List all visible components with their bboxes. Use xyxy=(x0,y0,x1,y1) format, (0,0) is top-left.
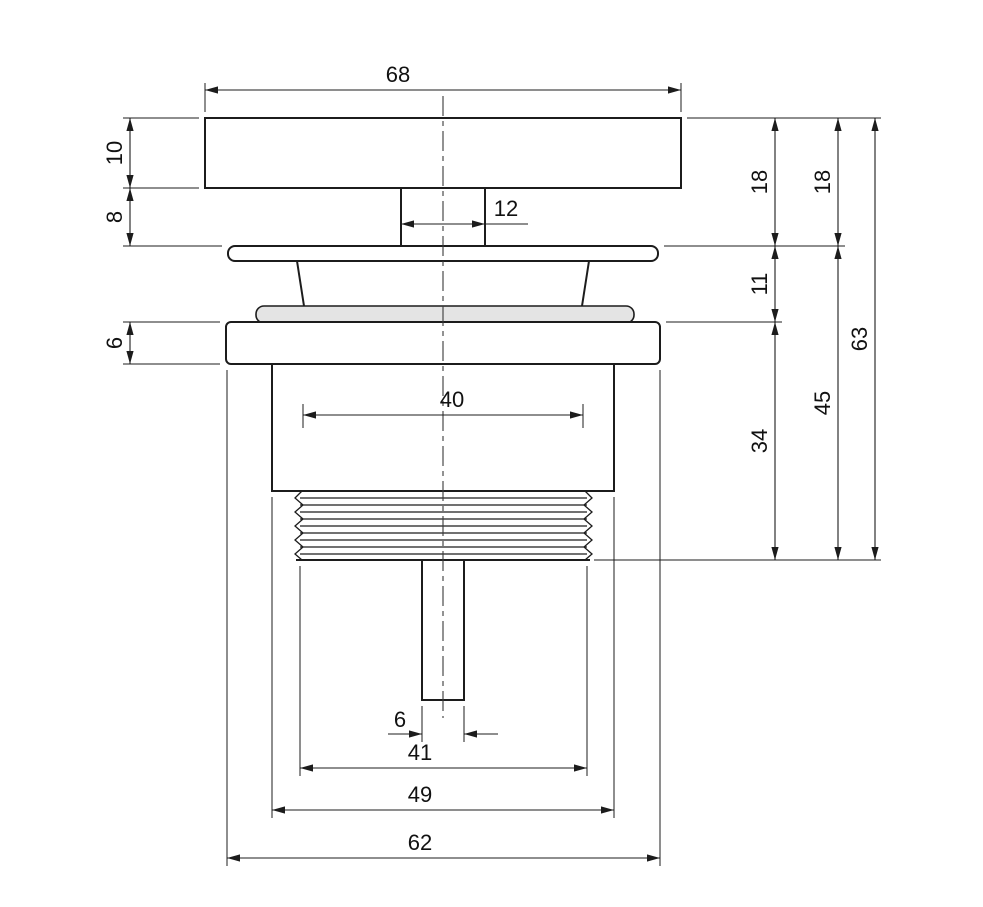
neck-edge-right xyxy=(581,260,590,307)
dim-label-thread-width: 41 xyxy=(408,740,432,765)
dim-label-total-height: 63 xyxy=(847,327,872,351)
thread-edge-left xyxy=(294,490,304,561)
dim-label-flange-thickness: 6 xyxy=(102,337,127,349)
neck-edge-left xyxy=(296,260,305,307)
dim-chain-a: 18 11 34 xyxy=(747,118,779,560)
dim-label-upper-stem-width: 12 xyxy=(494,196,518,221)
dim-cap-width: 68 xyxy=(204,62,682,112)
dim-flange-thickness: 6 xyxy=(102,321,220,365)
dim-label-disc-to-thread-end: 45 xyxy=(810,391,835,415)
gasket-seal xyxy=(255,305,635,324)
part-outline xyxy=(204,117,682,701)
dim-pin-width: 6 xyxy=(388,706,498,742)
dim-label-cap-height: 10 xyxy=(102,141,127,165)
dim-label-head-height-left: 18 xyxy=(747,170,772,194)
right-extension-lines xyxy=(594,117,881,561)
dimension-annotations: 68 10 8 12 6 40 xyxy=(102,62,881,866)
dim-thread-width: 41 xyxy=(299,566,588,776)
dim-label-pin-width: 6 xyxy=(394,707,406,732)
dim-chain-c: 63 xyxy=(847,118,879,560)
dim-label-flange-width: 62 xyxy=(408,830,432,855)
dim-label-body-width: 49 xyxy=(408,782,432,807)
dim-label-disc-to-flange: 11 xyxy=(747,273,772,296)
dim-label-cap-width: 68 xyxy=(386,62,410,87)
dim-label-head-height-right: 18 xyxy=(810,170,835,194)
dim-label-upper-stem-height: 8 xyxy=(102,211,127,223)
dim-cap-height: 10 8 xyxy=(102,117,222,247)
dim-label-bore-width: 40 xyxy=(440,387,464,412)
dim-upper-stem-width: 12 xyxy=(401,196,528,228)
dim-body-width: 49 xyxy=(271,497,615,818)
thread-edge-right xyxy=(583,490,593,561)
dim-flange-width: 62 xyxy=(226,370,661,866)
dim-chain-b: 18 45 xyxy=(810,118,842,560)
dim-bore-width: 40 xyxy=(302,387,584,428)
dim-label-flange-to-thread-end: 34 xyxy=(747,429,772,453)
